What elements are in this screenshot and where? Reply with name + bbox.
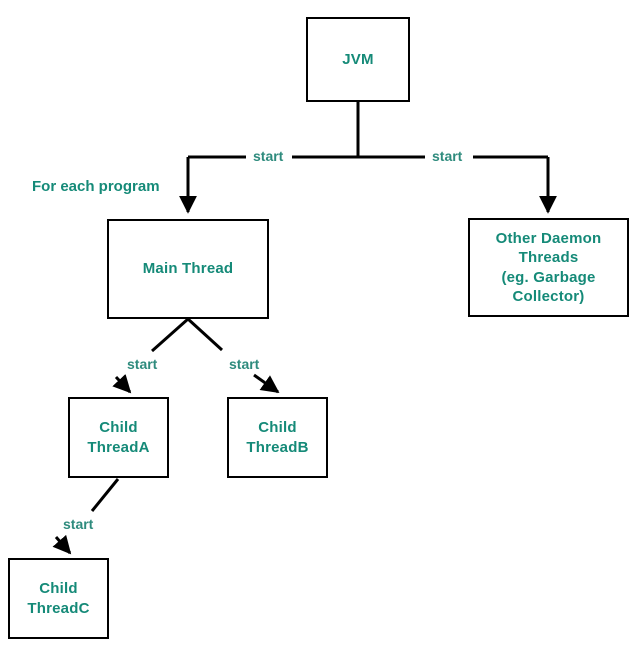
edge-jvm-to-main — [179, 155, 358, 214]
node-other-daemon-threads[interactable]: Other Daemon Threads (eg. Garbage Collec… — [468, 218, 629, 317]
node-jvm-label: JVM — [342, 50, 374, 68]
node-child-thread-a-label: Child ThreadA — [87, 419, 150, 456]
edge-label-start-child-c: start — [60, 517, 97, 531]
edge-label-start-main: start — [250, 149, 287, 163]
node-main-thread-label: Main Thread — [142, 260, 234, 278]
node-other-daemon-threads-label: Other Daemon Threads (eg. Garbage Collec… — [495, 230, 602, 305]
node-child-thread-c-label: Child ThreadC — [27, 580, 90, 617]
node-child-thread-b[interactable]: Child ThreadB — [227, 397, 328, 478]
node-main-thread[interactable]: Main Thread — [107, 219, 269, 319]
node-child-thread-c[interactable]: Child ThreadC — [8, 558, 109, 639]
edge-label-start-child-b: start — [226, 357, 263, 371]
node-jvm[interactable]: JVM — [306, 17, 410, 102]
node-child-thread-b-label: Child ThreadB — [246, 419, 309, 456]
node-child-thread-a[interactable]: Child ThreadA — [68, 397, 169, 478]
edge-label-start-daemon: start — [429, 149, 466, 163]
edge-jvm-to-daemon — [358, 155, 557, 214]
note-for-each-program: For each program — [32, 178, 160, 195]
edge-label-start-child-a: start — [124, 357, 161, 371]
